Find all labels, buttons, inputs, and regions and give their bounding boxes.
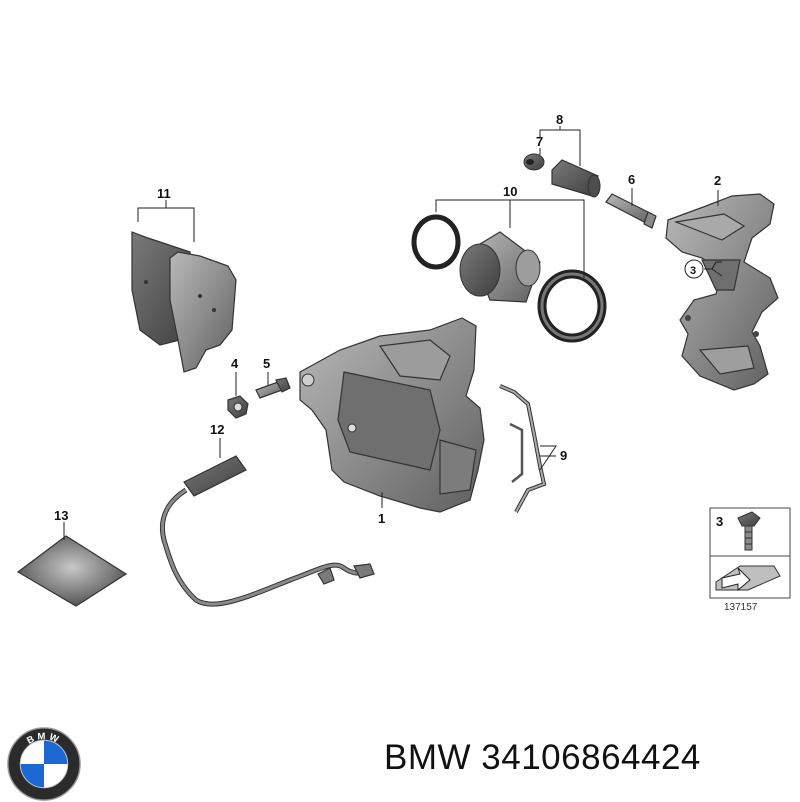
clip-part-4 — [227, 395, 249, 419]
label-13: 13 — [54, 508, 68, 523]
label-12: 12 — [210, 422, 224, 437]
spring-clip-part-9 — [499, 384, 547, 513]
label-8: 8 — [556, 112, 563, 127]
label-4: 4 — [231, 356, 239, 371]
label-5: 5 — [263, 356, 270, 371]
carrier-bracket-part-2 — [665, 193, 779, 391]
label-10: 10 — [503, 184, 517, 199]
svg-text:BMW: BMW — [25, 731, 62, 747]
label-6: 6 — [628, 172, 635, 187]
boot-part-8 — [551, 159, 601, 198]
threadlock-arrow-icon — [715, 565, 781, 592]
grease-sachet-part-13 — [16, 535, 128, 607]
brand-name: BMW — [384, 738, 472, 777]
legend-box: 3 — [709, 507, 791, 599]
guide-pin-part-6 — [605, 193, 657, 229]
bmw-roundel-logo: BMW — [7, 727, 81, 801]
legend-number: 3 — [716, 514, 723, 529]
callout-3: 3 — [684, 259, 723, 279]
part-number: 34106864424 — [481, 738, 701, 777]
label-1: 1 — [378, 511, 385, 526]
leader-9 — [539, 445, 557, 471]
bolt-part-5 — [255, 377, 291, 399]
label-11: 11 — [157, 186, 171, 201]
leader-8 — [539, 129, 581, 166]
logo-text: BMW — [25, 731, 60, 747]
label-3-callout: 3 — [690, 265, 696, 277]
piston-part-10 — [411, 214, 607, 343]
illustration-ref-number: 137157 — [724, 602, 758, 613]
label-9: 9 — [560, 448, 567, 463]
wear-sensor-part-12 — [160, 455, 375, 607]
part-caption: BMW 34106864424 — [384, 738, 701, 778]
caliper-housing-part-1 — [299, 317, 485, 513]
label-2: 2 — [714, 173, 721, 188]
bushing-part-7 — [523, 153, 545, 171]
brake-pads-part-11 — [131, 231, 237, 373]
label-7: 7 — [536, 134, 543, 149]
bolt-icon — [737, 511, 761, 551]
